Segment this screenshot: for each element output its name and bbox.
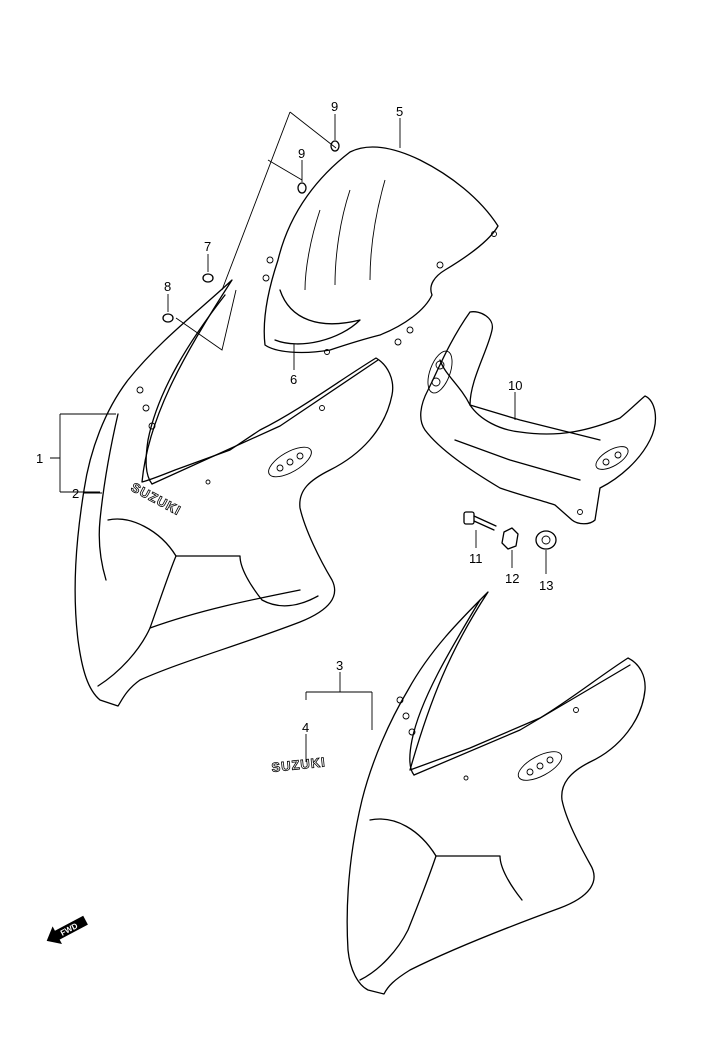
nut-9-lower	[297, 182, 307, 194]
nut-12	[501, 527, 519, 550]
leader-lines	[50, 111, 547, 762]
upper-cowling-assembly: SUZUKI	[74, 279, 394, 707]
cowling-part-3	[346, 591, 646, 995]
callout-9-upper: 9	[331, 99, 338, 114]
cowling-brace	[420, 311, 657, 525]
callout-labels: 1 2 3 4 5 6 7 8 9 9 10 11 12 13	[36, 99, 553, 735]
callout-4: 4	[302, 720, 309, 735]
nut-9-upper	[330, 140, 340, 152]
callout-5: 5	[396, 104, 403, 119]
callout-12: 12	[505, 571, 519, 586]
suzuki-emblem-part-4: SUZUKI	[270, 754, 327, 775]
svg-text:SUZUKI: SUZUKI	[271, 754, 327, 775]
screw-8	[162, 313, 174, 323]
screw-7	[202, 273, 214, 283]
bolt-11	[463, 511, 497, 531]
callout-10: 10	[508, 378, 522, 393]
callout-3: 3	[336, 658, 343, 673]
callout-8: 8	[164, 279, 171, 294]
forward-arrow-icon: FWD	[46, 915, 88, 945]
callout-9-lower: 9	[298, 146, 305, 161]
callout-2: 2	[72, 486, 79, 501]
grommet-13	[535, 530, 557, 550]
windscreen	[262, 146, 499, 355]
callout-1: 1	[36, 451, 43, 466]
callout-11: 11	[469, 551, 483, 566]
callout-7: 7	[204, 239, 211, 254]
callout-13: 13	[539, 578, 553, 593]
callout-6: 6	[290, 372, 297, 387]
